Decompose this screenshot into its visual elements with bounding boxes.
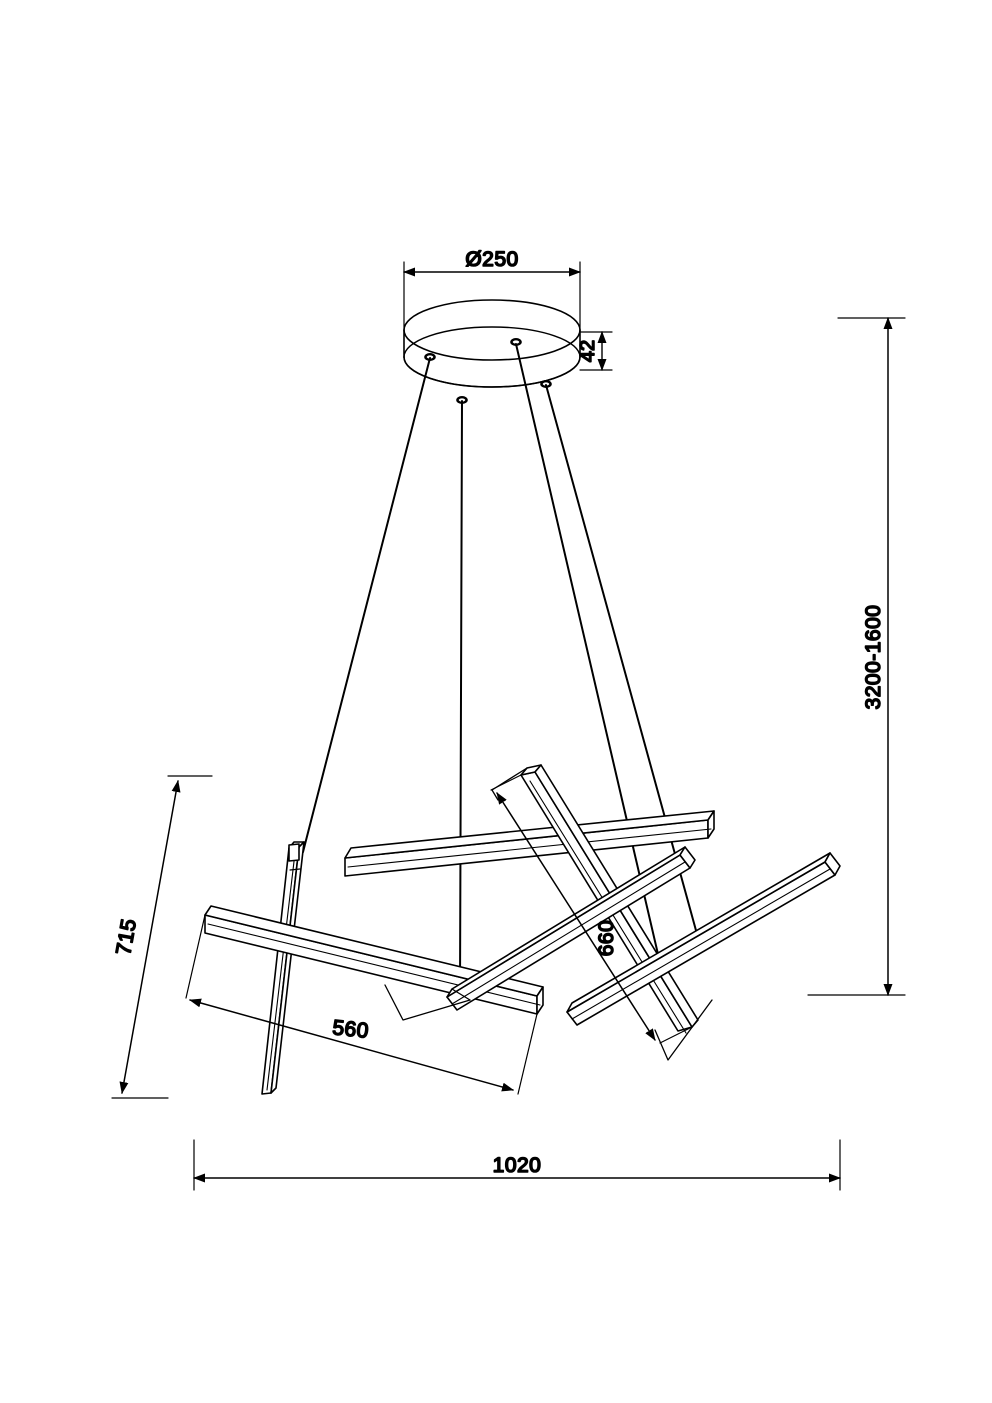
fixture-diagonal-label: 660	[595, 920, 618, 957]
canopy-thickness-label: 42	[577, 340, 599, 362]
cable-outlet-ports-outline	[425, 338, 551, 404]
canopy-diameter-label: Ø250	[465, 248, 518, 271]
dimension-suspension-drop	[807, 317, 906, 996]
ceiling-canopy	[403, 299, 581, 388]
dimension-fixture-height	[111, 775, 213, 1099]
fixture-width-label: 1020	[493, 1154, 542, 1177]
dimension-canopy-thickness	[579, 331, 613, 371]
led-bar-lower-left	[204, 905, 544, 1015]
cable-outlet-ports	[424, 337, 552, 404]
suspension-drop-label: 3200-1600	[862, 605, 885, 710]
fixture-depth-label: 560	[331, 1016, 370, 1043]
dimension-fixture-diagonal	[490, 774, 693, 1044]
fixture-height-label: 715	[112, 917, 141, 957]
dimension-canopy-diameter	[403, 261, 581, 331]
led-bar-left-vertical	[261, 841, 305, 1095]
dimension-fixture-width	[193, 1139, 841, 1191]
